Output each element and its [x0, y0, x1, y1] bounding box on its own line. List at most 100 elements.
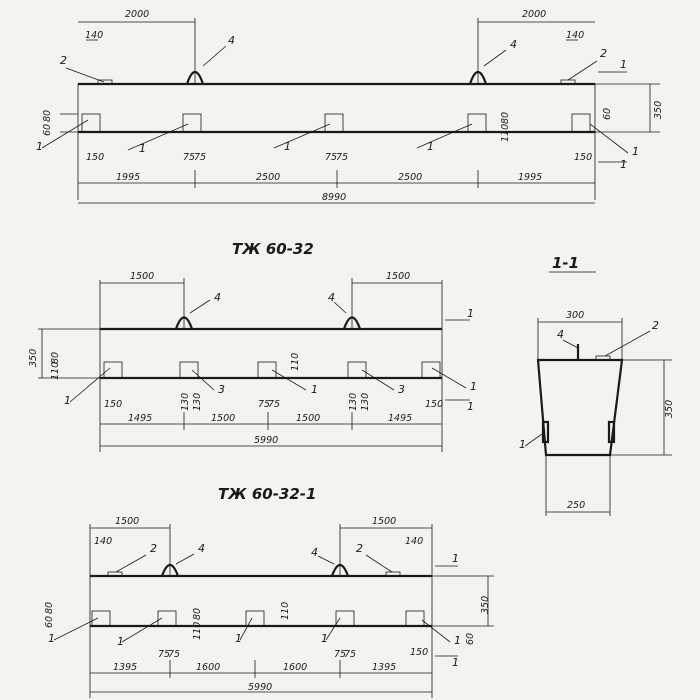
- bot-dim-140-right: 140: [405, 536, 423, 547]
- mid-dim-1500-right: 1500: [386, 271, 410, 282]
- bot-support-2: [157, 610, 177, 627]
- bot-callout-2-right: 2: [356, 542, 363, 555]
- top-callout-2-left: 2: [60, 54, 67, 67]
- top-dim-75b: 75: [194, 152, 206, 163]
- mid-leader-1-left: [69, 367, 111, 403]
- bot-dim-1395-left: 1395: [113, 662, 137, 673]
- bot-dim-110b-text: 110: [280, 602, 291, 620]
- top-leader-1-b: [273, 123, 331, 149]
- bot-callout-1-left: 1: [48, 632, 55, 645]
- top-dim-75a: 75: [183, 152, 195, 163]
- bot-support-5: [405, 610, 425, 627]
- top-dim-60-right-text: 60: [602, 108, 613, 120]
- section-dim-350: 350: [664, 400, 675, 418]
- mid-lifting-loop-right: [342, 316, 362, 330]
- bot-lifting-loop-right: [330, 563, 350, 577]
- mid-dim-80-text: 80: [50, 352, 61, 364]
- bot-leader-1-left: [53, 617, 99, 641]
- bot-leader-1-c: [325, 617, 341, 641]
- top-callout-1-top: 1: [620, 58, 627, 71]
- mid-dim-75b: 75: [268, 399, 280, 410]
- bot-view-title: ТЖ 60-32-1: [218, 485, 316, 503]
- top-dim-150-right: 150: [574, 152, 592, 163]
- mid-leader-4-left: [189, 299, 211, 314]
- bot-dim-1600-a: 1600: [196, 662, 220, 673]
- mid-callout-1-left: 1: [64, 394, 71, 407]
- top-dim-75d: 75: [336, 152, 348, 163]
- bot-dim-60-right-text: 60: [465, 633, 476, 645]
- top-callout-1-b: 1: [284, 140, 291, 153]
- mid-lifting-loop-left: [174, 316, 194, 330]
- top-dim-140-right-text: 140: [566, 30, 584, 41]
- mid-dim-130a: 130: [180, 393, 191, 411]
- bot-dim-60-text: 60: [44, 616, 55, 628]
- section-callout-2: 2: [652, 319, 659, 332]
- section-top-plate: [595, 355, 611, 361]
- top-leader-2-right: [567, 60, 598, 81]
- section-dim-250: 250: [567, 500, 585, 511]
- mid-dim-75a: 75: [258, 399, 270, 410]
- bot-leader-4-right: [317, 555, 335, 565]
- section-leader-1: [524, 431, 546, 447]
- bot-leader-1-right: [421, 619, 451, 643]
- top-leader-1-left: [41, 119, 89, 149]
- bot-dim-75c: 75: [334, 649, 346, 660]
- top-dim-140-left-text: 140: [85, 30, 103, 41]
- top-lifting-loop-left: [185, 70, 205, 85]
- top-lifting-loop-right: [468, 70, 488, 85]
- top-support-5: [571, 113, 591, 133]
- mid-support-1: [103, 361, 123, 379]
- top-support-3: [324, 113, 344, 133]
- mid-dim-1500-left: 1500: [130, 271, 154, 282]
- section-callout-4: 4: [557, 328, 564, 341]
- top-plate-left: [97, 79, 113, 85]
- bot-dim-1395-right: 1395: [372, 662, 396, 673]
- mid-dim-1495-right: 1495: [388, 413, 412, 424]
- mid-leader-1-right: [431, 367, 467, 389]
- mid-callout-1-mid: 1: [311, 383, 318, 396]
- top-dim-2500-a: 2500: [256, 172, 280, 183]
- top-leader-4-left: [202, 45, 227, 67]
- bot-dim-1500-left: 1500: [115, 516, 139, 527]
- mid-leader-4-right: [333, 301, 347, 314]
- mid-dim-1495-left: 1495: [128, 413, 152, 424]
- top-dim-1995-left: 1995: [116, 172, 140, 183]
- top-callout-1-right: 1: [632, 145, 639, 158]
- bot-dim-80-right-text: 80: [192, 608, 203, 620]
- bot-dim-total: 5990: [248, 682, 272, 693]
- bot-leader-2-right: [365, 554, 393, 573]
- bot-support-4: [335, 610, 355, 627]
- top-dim-2000-right: 2000: [522, 9, 546, 20]
- mid-callout-4-right: 4: [328, 291, 335, 304]
- bot-callout-1-c: 1: [321, 632, 328, 645]
- mid-callout-1-bottom: 1: [467, 400, 474, 413]
- mid-dim-1500-a: 1500: [211, 413, 235, 424]
- section-1-1-view: 1-1 300 350 250 4 2 1: [519, 254, 675, 516]
- bot-leader-4-left: [175, 553, 195, 565]
- bot-callout-1-bottom: 1: [452, 656, 459, 669]
- top-callout-1-a: 1: [139, 142, 146, 155]
- bot-plate-left: [107, 571, 123, 577]
- top-dim-110-text: 110: [500, 124, 511, 142]
- bot-callout-1-b: 1: [235, 632, 242, 645]
- mid-leader-1-mid: [271, 369, 307, 391]
- mid-beam-view: ТЖ 60-32 1500 1500 350 110 80 110 150 13…: [28, 240, 477, 452]
- mid-dim-total: 5990: [254, 435, 278, 446]
- bot-dim-350-text: 350: [480, 596, 491, 614]
- top-dim-2000-left: 2000: [125, 9, 149, 20]
- top-leader-1-a: [127, 123, 189, 151]
- mid-dim-150-left: 150: [104, 399, 122, 410]
- bot-support-1: [91, 610, 111, 627]
- mid-support-3: [257, 361, 277, 379]
- mid-callout-1-top: 1: [467, 307, 474, 320]
- mid-dim-130c: 130: [348, 393, 359, 411]
- top-leader-4-right: [483, 49, 507, 67]
- bot-plate-right: [385, 571, 401, 577]
- top-dim-350-text: 350: [653, 101, 664, 119]
- top-support-4: [467, 113, 487, 133]
- top-dim-2500-b: 2500: [398, 172, 422, 183]
- bot-dim-110-text: 110: [192, 622, 203, 640]
- top-callout-1-c: 1: [427, 140, 434, 153]
- bot-dim-140-left: 140: [94, 536, 112, 547]
